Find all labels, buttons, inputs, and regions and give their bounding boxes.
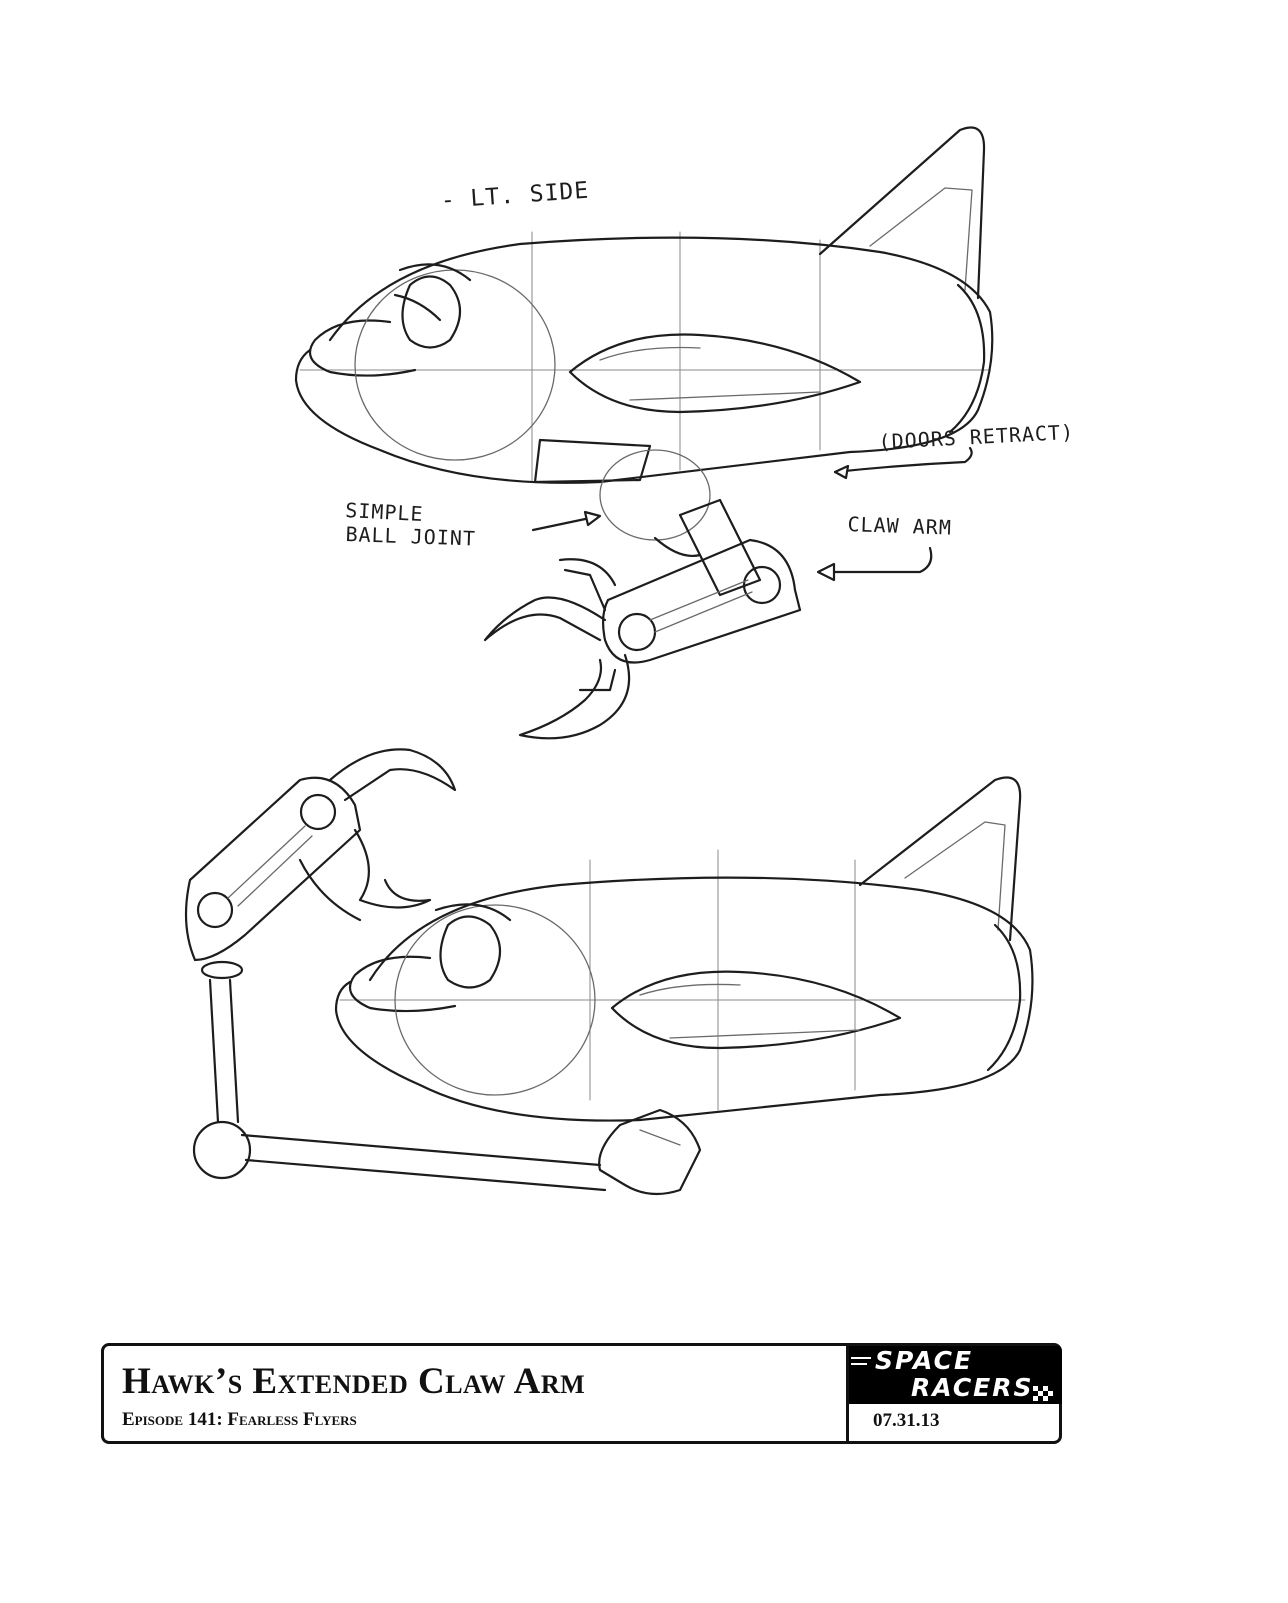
title-block: Hawk’s Extended Claw Arm Episode 141: Fe…: [101, 1343, 1062, 1444]
lower-ship-drawing: [184, 748, 1034, 1196]
logo-line-racers: RACERS: [911, 1373, 1034, 1402]
claw-arm-note: CLAW ARM: [847, 512, 953, 540]
space-racers-logo: SPACE RACERS: [849, 1346, 1062, 1404]
logo-speed-lines: [851, 1357, 1053, 1401]
ball-joint-note-line2: BALL JOINT: [345, 522, 477, 551]
sheet-title: Hawk’s Extended Claw Arm: [122, 1361, 586, 1402]
logo-line-space: SPACE: [875, 1346, 974, 1375]
episode-subtitle: Episode 141: Fearless Flyers: [122, 1409, 357, 1430]
sheet-date: 07.31.13: [873, 1410, 940, 1431]
upper-ship-drawing: [294, 126, 994, 740]
title-block-right-panel: SPACE RACERS 07.31.13: [846, 1346, 1062, 1441]
ship-sketch-illustration: [184, 126, 1034, 1196]
